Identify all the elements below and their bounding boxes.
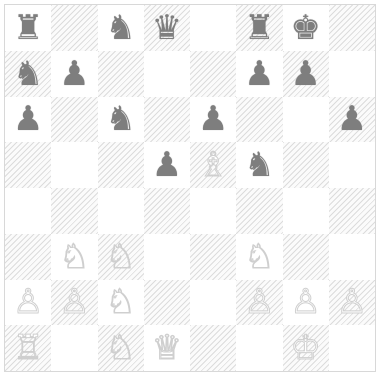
white-rook-icon[interactable]: ♖ <box>13 331 43 365</box>
square-a1[interactable]: ♖ <box>5 325 51 371</box>
square-c1[interactable]: ♘ <box>98 325 144 371</box>
black-pawn-icon[interactable]: ♟ <box>13 102 43 136</box>
square-g1[interactable]: ♔ <box>283 325 329 371</box>
white-knight-icon[interactable]: ♘ <box>105 285 135 319</box>
square-f8[interactable]: ♜ <box>236 5 282 51</box>
square-h4[interactable] <box>329 188 375 234</box>
square-a5[interactable] <box>5 142 51 188</box>
white-queen-icon[interactable]: ♕ <box>152 331 182 365</box>
black-pawn-icon[interactable]: ♟ <box>198 102 228 136</box>
square-e5[interactable]: ♗ <box>190 142 236 188</box>
square-b4[interactable] <box>51 188 97 234</box>
square-d2[interactable] <box>144 280 190 326</box>
square-c6[interactable]: ♞ <box>98 97 144 143</box>
black-pawn-icon[interactable]: ♟ <box>59 57 89 91</box>
square-a4[interactable] <box>5 188 51 234</box>
white-pawn-icon[interactable]: ♙ <box>13 285 43 319</box>
square-f1[interactable] <box>236 325 282 371</box>
square-d3[interactable] <box>144 234 190 280</box>
square-a2[interactable]: ♙ <box>5 280 51 326</box>
square-a8[interactable]: ♜ <box>5 5 51 51</box>
square-c7[interactable] <box>98 51 144 97</box>
square-d8[interactable]: ♛ <box>144 5 190 51</box>
square-c2[interactable]: ♘ <box>98 280 144 326</box>
black-pawn-icon[interactable]: ♟ <box>152 148 182 182</box>
square-b3[interactable]: ♘ <box>51 234 97 280</box>
white-bishop-icon[interactable]: ♗ <box>198 148 228 182</box>
square-f4[interactable] <box>236 188 282 234</box>
white-knight-icon[interactable]: ♘ <box>244 240 274 274</box>
white-pawn-icon[interactable]: ♙ <box>337 285 367 319</box>
square-e6[interactable]: ♟ <box>190 97 236 143</box>
square-h1[interactable] <box>329 325 375 371</box>
white-knight-icon[interactable]: ♘ <box>105 240 135 274</box>
square-e7[interactable] <box>190 51 236 97</box>
black-pawn-icon[interactable]: ♟ <box>244 57 274 91</box>
square-e3[interactable] <box>190 234 236 280</box>
black-knight-icon[interactable]: ♞ <box>13 57 43 91</box>
white-pawn-icon[interactable]: ♙ <box>290 285 320 319</box>
square-g5[interactable] <box>283 142 329 188</box>
square-d6[interactable] <box>144 97 190 143</box>
black-knight-icon[interactable]: ♞ <box>105 102 135 136</box>
chess-board: ♜ ♞ ♛ ♜ ♚ ♞ ♟ ♟ ♟ ♟ ♞ ♟ ♟ ♟ ♗ ♞ ♘ ♘ ♘ ♙ ♙ ♘ ♙ ♙ ♙ ♖ ♘ ♕ ♔ <box>4 4 376 372</box>
square-d7[interactable] <box>144 51 190 97</box>
square-g2[interactable]: ♙ <box>283 280 329 326</box>
square-h5[interactable] <box>329 142 375 188</box>
square-c4[interactable] <box>98 188 144 234</box>
square-b6[interactable] <box>51 97 97 143</box>
square-g4[interactable] <box>283 188 329 234</box>
square-a3[interactable] <box>5 234 51 280</box>
square-f2[interactable]: ♙ <box>236 280 282 326</box>
black-pawn-icon[interactable]: ♟ <box>290 57 320 91</box>
square-h6[interactable]: ♟ <box>329 97 375 143</box>
square-e2[interactable] <box>190 280 236 326</box>
square-a7[interactable]: ♞ <box>5 51 51 97</box>
square-e1[interactable] <box>190 325 236 371</box>
square-h7[interactable] <box>329 51 375 97</box>
square-h8[interactable] <box>329 5 375 51</box>
white-pawn-icon[interactable]: ♙ <box>244 285 274 319</box>
square-b1[interactable] <box>51 325 97 371</box>
square-c5[interactable] <box>98 142 144 188</box>
square-f7[interactable]: ♟ <box>236 51 282 97</box>
square-d5[interactable]: ♟ <box>144 142 190 188</box>
square-a6[interactable]: ♟ <box>5 97 51 143</box>
square-b7[interactable]: ♟ <box>51 51 97 97</box>
square-e4[interactable] <box>190 188 236 234</box>
square-b8[interactable] <box>51 5 97 51</box>
black-knight-icon[interactable]: ♞ <box>244 148 274 182</box>
square-g3[interactable] <box>283 234 329 280</box>
square-b5[interactable] <box>51 142 97 188</box>
white-knight-icon[interactable]: ♘ <box>59 240 89 274</box>
square-f6[interactable] <box>236 97 282 143</box>
square-c3[interactable]: ♘ <box>98 234 144 280</box>
black-king-icon[interactable]: ♚ <box>290 11 320 45</box>
square-g6[interactable] <box>283 97 329 143</box>
white-king-icon[interactable]: ♔ <box>290 331 320 365</box>
square-h2[interactable]: ♙ <box>329 280 375 326</box>
white-pawn-icon[interactable]: ♙ <box>59 285 89 319</box>
square-g7[interactable]: ♟ <box>283 51 329 97</box>
black-pawn-icon[interactable]: ♟ <box>337 102 367 136</box>
black-knight-icon[interactable]: ♞ <box>105 11 135 45</box>
square-h3[interactable] <box>329 234 375 280</box>
square-e8[interactable] <box>190 5 236 51</box>
square-f5[interactable]: ♞ <box>236 142 282 188</box>
square-c8[interactable]: ♞ <box>98 5 144 51</box>
square-d1[interactable]: ♕ <box>144 325 190 371</box>
square-b2[interactable]: ♙ <box>51 280 97 326</box>
square-g8[interactable]: ♚ <box>283 5 329 51</box>
black-rook-icon[interactable]: ♜ <box>13 11 43 45</box>
square-f3[interactable]: ♘ <box>236 234 282 280</box>
black-queen-icon[interactable]: ♛ <box>152 11 182 45</box>
square-d4[interactable] <box>144 188 190 234</box>
black-rook-icon[interactable]: ♜ <box>244 11 274 45</box>
white-knight-icon[interactable]: ♘ <box>105 331 135 365</box>
